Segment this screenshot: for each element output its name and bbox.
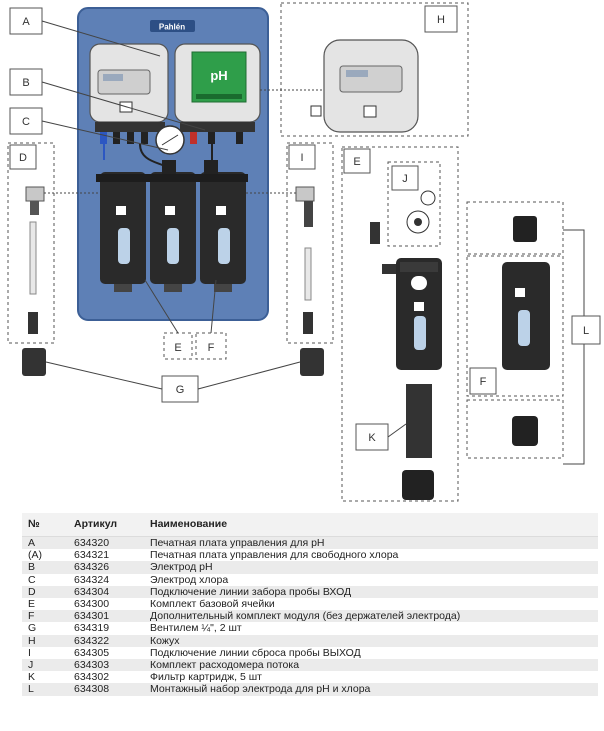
row-name: Электрод pH — [144, 561, 598, 574]
valve-right — [300, 348, 324, 376]
inlet-group — [7, 142, 55, 344]
col-name: Наименование — [144, 513, 598, 537]
row-no: H — [22, 634, 68, 647]
row-name: Подключение линии забора пробы ВХОД — [144, 585, 598, 599]
row-article: 634324 — [68, 573, 144, 586]
base-cell-group — [341, 146, 459, 502]
row-article: 634322 — [68, 634, 144, 647]
callout-i: I — [300, 152, 303, 164]
callout-l: L — [583, 325, 589, 337]
table-header-row: № Артикул Наименование — [22, 513, 598, 537]
row-article: 634320 — [68, 536, 144, 550]
row-article: 634321 — [68, 549, 144, 562]
row-no: D — [22, 585, 68, 599]
row-no: A — [22, 536, 68, 550]
col-article: Артикул — [68, 513, 144, 537]
row-no: J — [22, 659, 68, 672]
row-article: 634319 — [68, 622, 144, 635]
col-no: № — [22, 513, 68, 537]
pcb-housing: pH — [174, 43, 261, 144]
spare-cover — [323, 39, 419, 133]
valve-left — [22, 348, 46, 376]
outlet-group — [286, 142, 334, 344]
callout-e-main: E — [174, 342, 181, 354]
module-cell — [502, 262, 550, 370]
callout-f-module: F — [480, 376, 487, 388]
row-name: Комплект базовой ячейки — [144, 598, 598, 611]
electrode-holder-bottom — [512, 416, 538, 446]
callout-c: C — [22, 116, 30, 128]
cover-group — [280, 2, 469, 137]
row-article: 634301 — [68, 610, 144, 623]
callout-j: J — [402, 173, 408, 185]
row-name: Электрод хлора — [144, 573, 598, 586]
row-no: G — [22, 622, 68, 635]
brand-logo: Pahlén — [159, 23, 185, 32]
row-no: E — [22, 598, 68, 611]
callout-g: G — [176, 384, 185, 396]
electrode-holder-top — [513, 216, 537, 242]
row-article: 634303 — [68, 659, 144, 672]
row-name: Кожух — [144, 634, 598, 647]
row-no: C — [22, 573, 68, 586]
row-article: 634308 — [68, 683, 144, 696]
callout-k: K — [368, 432, 376, 444]
row-article: 634305 — [68, 646, 144, 660]
row-no: K — [22, 671, 68, 684]
measuring-cells — [96, 160, 248, 292]
row-article: 634304 — [68, 585, 144, 599]
callout-b: B — [22, 77, 29, 89]
row-article: 634326 — [68, 561, 144, 574]
row-no: B — [22, 561, 68, 574]
row-article: 634300 — [68, 598, 144, 611]
parts-diagram: Pahlén pH — [7, 2, 601, 502]
callout-e-kit: E — [353, 156, 360, 168]
row-no: L — [22, 683, 68, 696]
callout-d: D — [19, 152, 27, 164]
pcb-label: pH — [210, 68, 227, 83]
row-name: Печатная плата управления для pH — [144, 536, 598, 550]
row-no: I — [22, 646, 68, 660]
row-name: Подключение линии сброса пробы ВЫХОД — [144, 646, 598, 660]
callout-h: H — [437, 14, 445, 26]
cartridge-filter — [406, 384, 432, 458]
row-article: 634302 — [68, 671, 144, 684]
control-housing — [89, 43, 169, 144]
row-no: (A) — [22, 549, 68, 562]
row-name: Печатная плата управления для свободного… — [144, 549, 598, 562]
row-name: Вентилем ¼", 2 шт — [144, 622, 598, 635]
callout-f-main: F — [208, 342, 215, 354]
row-name: Фильтр картридж, 5 шт — [144, 671, 598, 684]
row-name: Комплект расходомера потока — [144, 659, 598, 672]
row-name: Монтажный набор электрода для pH и хлора — [144, 683, 598, 696]
base-cell — [382, 258, 442, 370]
row-no: F — [22, 610, 68, 623]
row-name: Дополнительный комплект модуля (без держ… — [144, 610, 598, 623]
callout-a: A — [22, 16, 30, 28]
